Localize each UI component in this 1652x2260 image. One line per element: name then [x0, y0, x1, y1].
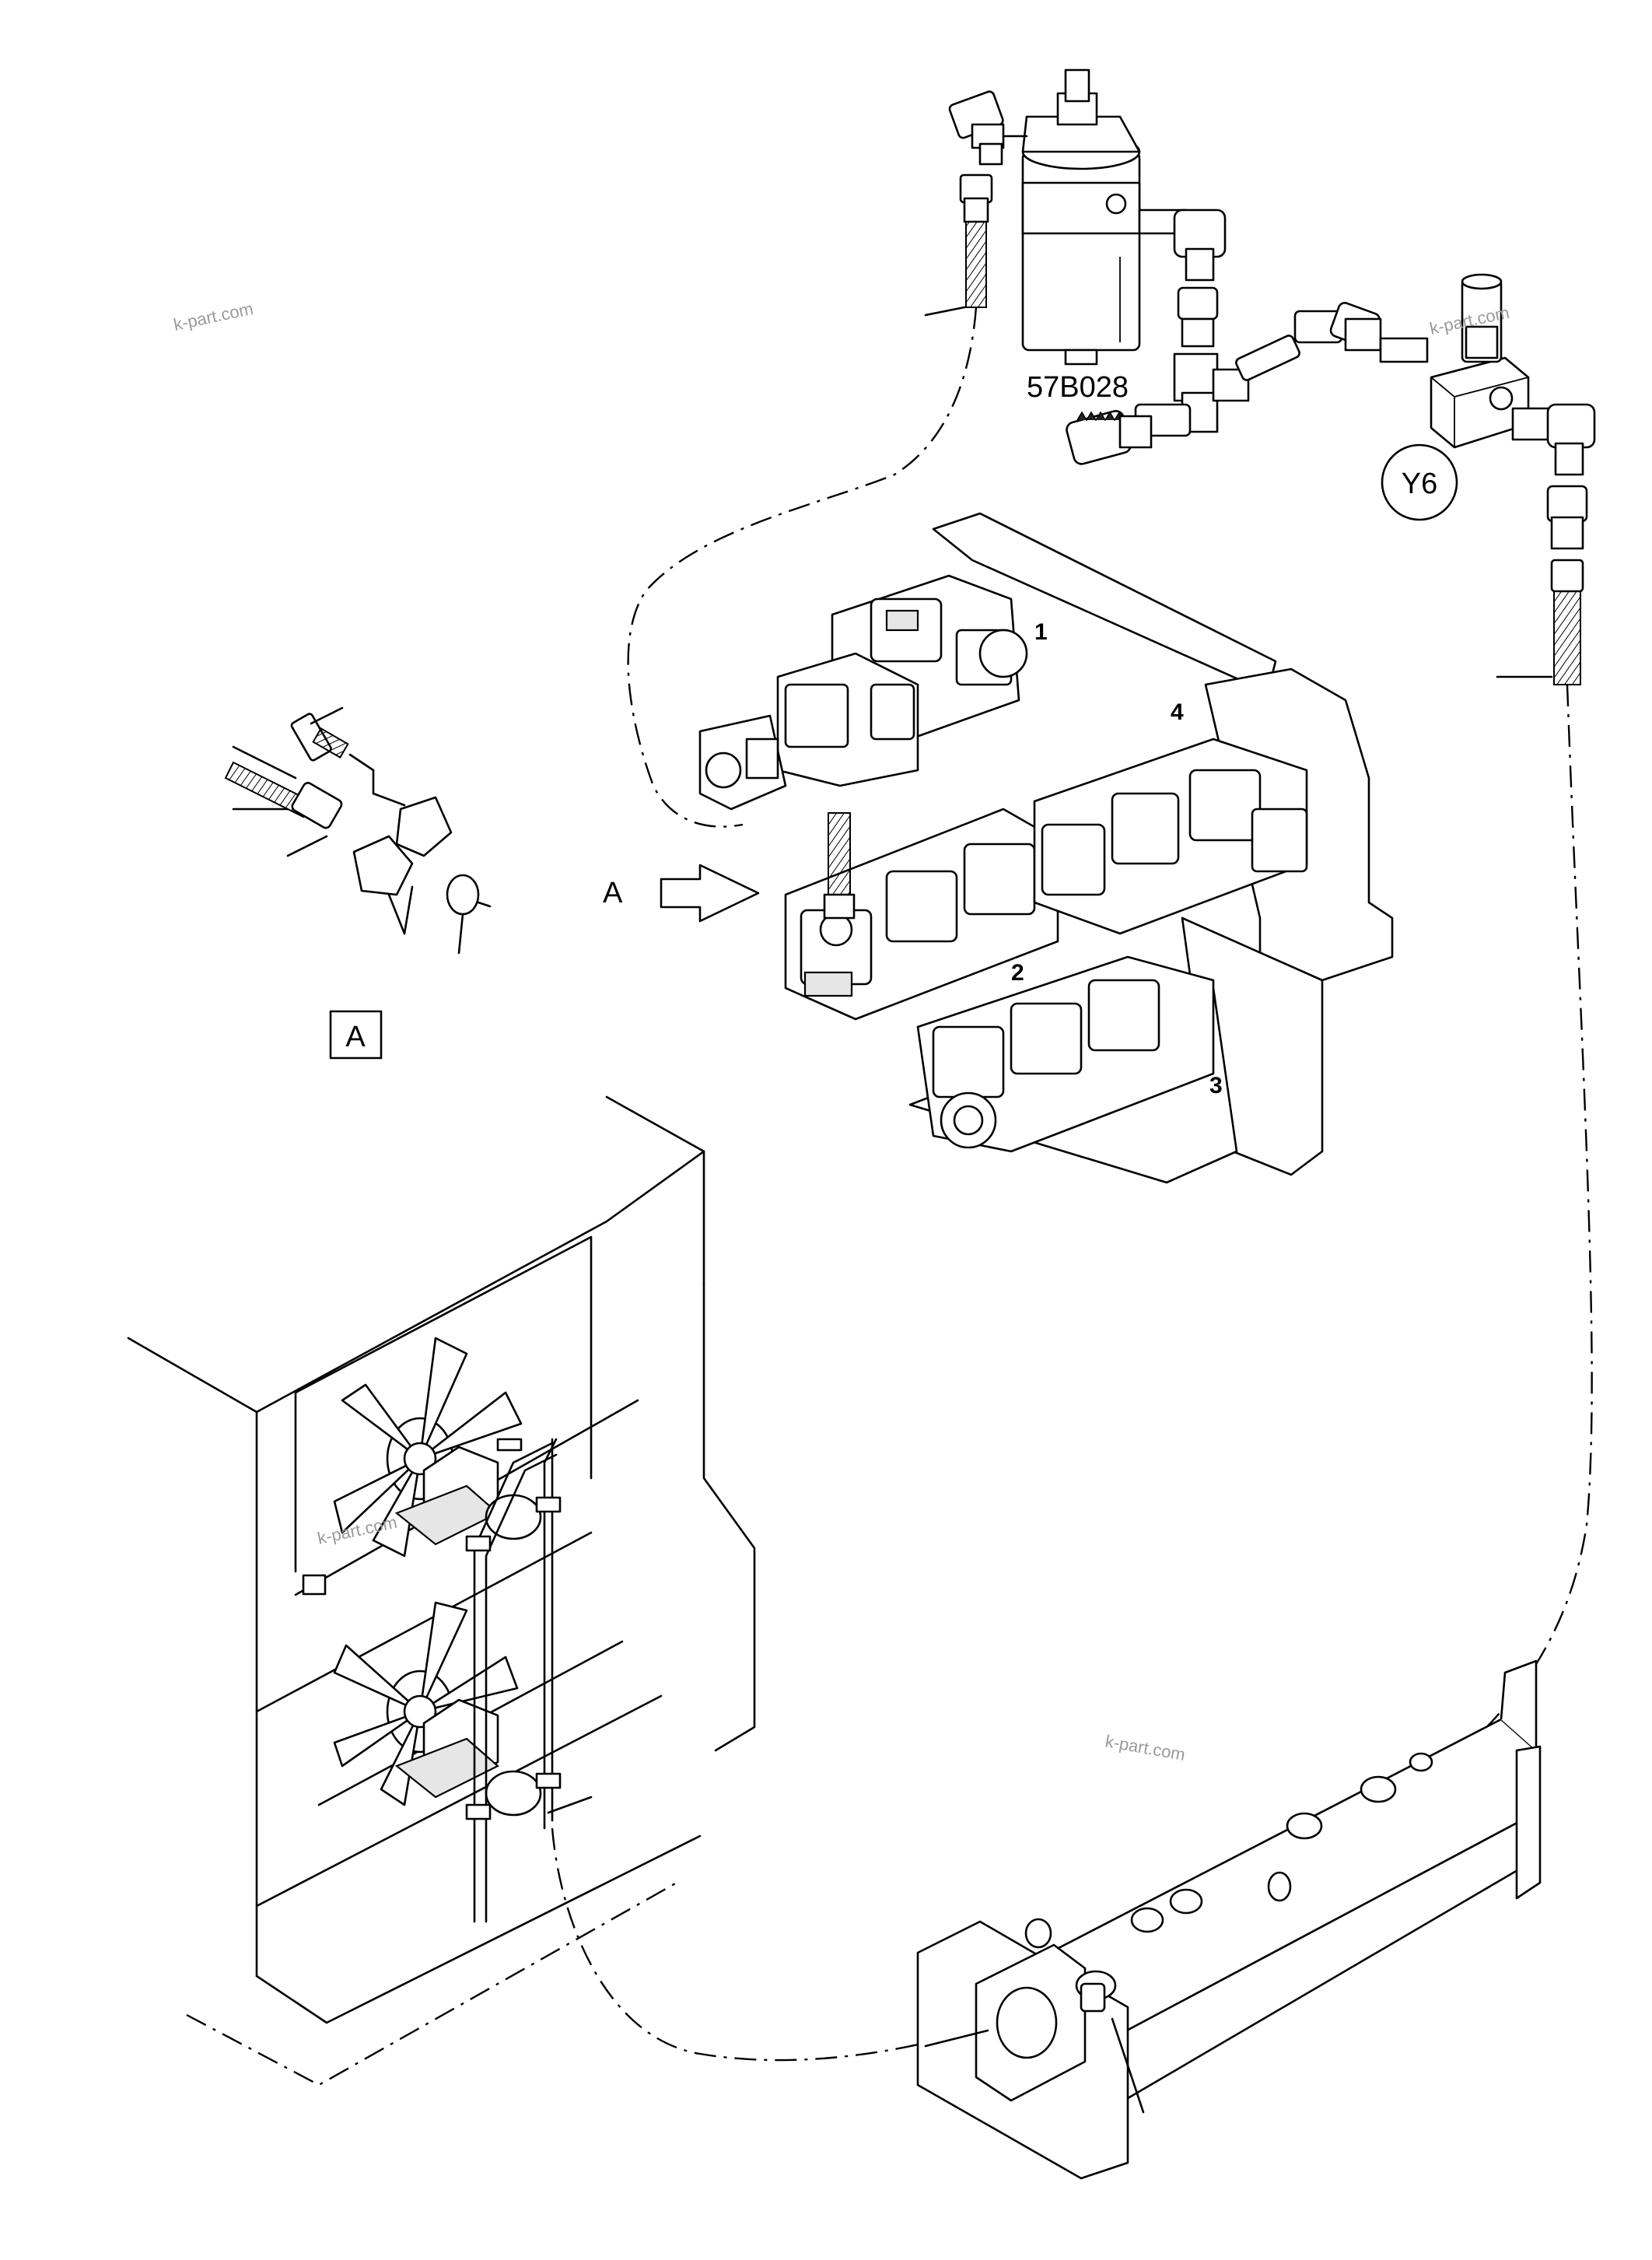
svg-text:Y6: Y6: [1402, 468, 1437, 500]
hydraulic-pump-3[interactable]: [916, 955, 1215, 1153]
solenoid-valve-y6[interactable]: [1430, 273, 1530, 449]
filter-outlet-elbow[interactable]: [1138, 208, 1227, 348]
cooling-housing: [127, 1095, 756, 2087]
fan-motor-lower[interactable]: [394, 1698, 542, 1817]
view-arrow: [660, 864, 760, 923]
watermark: k-part.com: [1104, 1731, 1187, 1764]
hydraulic-pump-4[interactable]: [1033, 738, 1308, 935]
gear-pump[interactable]: [698, 714, 787, 811]
cooling-fan-upper[interactable]: [333, 1337, 523, 1557]
filter-inlet-hose[interactable]: [959, 173, 993, 308]
svg-text:A: A: [345, 1021, 366, 1053]
filter-inlet-elbow[interactable]: [948, 90, 1028, 166]
view-arrow-label: A: [603, 877, 623, 909]
pump-number-4: 4: [1171, 699, 1184, 725]
return-filter[interactable]: [1021, 68, 1141, 366]
leader-line: [547, 1796, 593, 1814]
filter-code-label: 57B028: [1027, 371, 1129, 404]
hose-route-valve-to-crossmember: [1111, 684, 1593, 1981]
hose-route-motor-to-crossmember: [551, 1827, 973, 2062]
watermark: k-part.com: [172, 299, 255, 335]
pump-number-1: 1: [1034, 619, 1048, 645]
valve-code-callout: Y6: [1381, 443, 1458, 521]
cooling-fan-lower[interactable]: [333, 1601, 519, 1806]
pipe-to-valve[interactable]: [1234, 301, 1429, 381]
pump-number-3: 3: [1209, 1073, 1223, 1098]
hydraulic-pump-1b[interactable]: [776, 652, 919, 787]
frame-cross-member[interactable]: [916, 1659, 1542, 2180]
valve-outlet-elbow[interactable]: [1511, 403, 1596, 685]
tee-fitting[interactable]: [1134, 352, 1250, 437]
test-port-cap[interactable]: [1065, 409, 1153, 466]
detail-a-fittings: [224, 706, 492, 955]
leader-line: [924, 306, 966, 317]
pump-inlet-hose[interactable]: [823, 812, 856, 920]
hydraulic-pump-2[interactable]: [784, 808, 1059, 1021]
small-block: [302, 1574, 327, 1596]
pump-number-2: 2: [1011, 960, 1024, 986]
detail-a-box: A: [329, 1010, 383, 1060]
hose-route-filter-to-pump: [627, 307, 978, 828]
fan-motor-lines[interactable]: [465, 1438, 562, 1923]
